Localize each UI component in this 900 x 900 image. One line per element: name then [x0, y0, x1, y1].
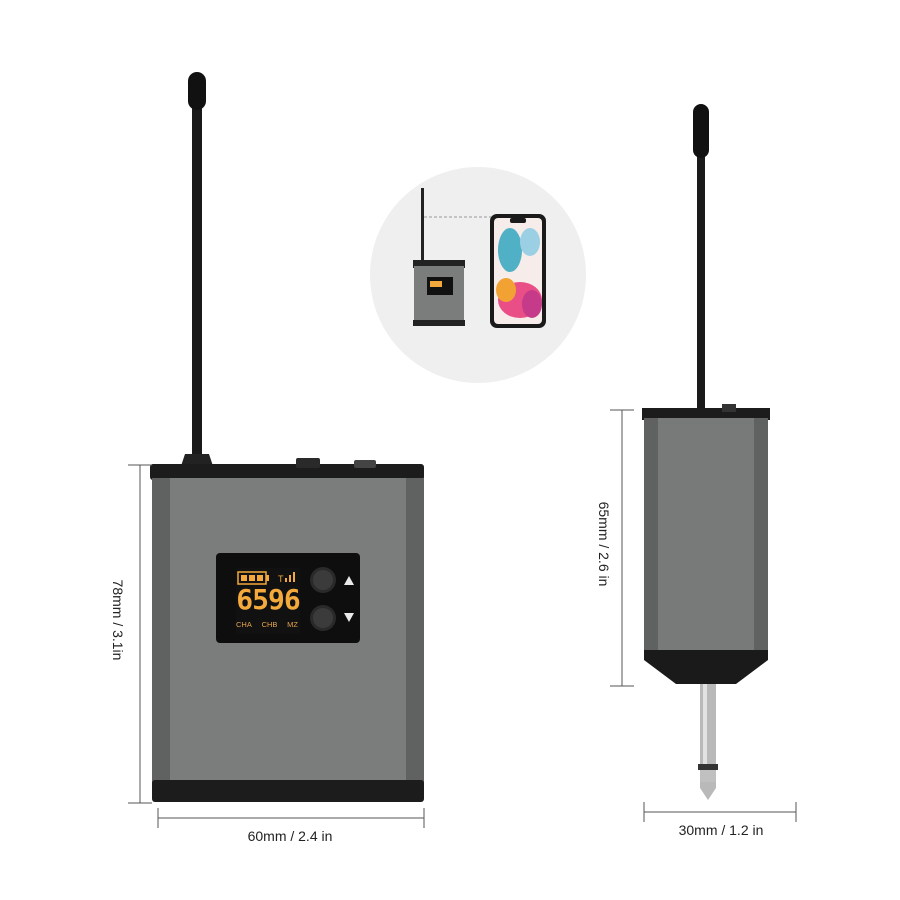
transmitter-antenna	[181, 72, 213, 466]
channel-label-mz: MZ	[287, 620, 298, 629]
receiver-width-label: 30mm / 1.2 in	[678, 822, 764, 838]
phone-icon	[490, 214, 546, 328]
battery-icon	[237, 571, 269, 585]
transmitter-height-label: 78mm / 3.1in	[110, 579, 126, 661]
down-button[interactable]	[310, 605, 336, 631]
receiver-height-label: 65mm / 2.6 in	[596, 501, 612, 587]
display-digits: 6596	[236, 583, 300, 616]
transmitter-width-label: 60mm / 2.4 in	[247, 828, 333, 844]
receiver-width-dimension	[643, 802, 797, 822]
channel-label-b: CHB	[261, 620, 278, 629]
up-button[interactable]	[310, 567, 336, 593]
usage-inset	[370, 167, 586, 383]
transmitter-height-dimension	[128, 464, 152, 804]
receiver-body	[642, 404, 770, 684]
svg-text:T: T	[278, 574, 284, 584]
transmitter-width-dimension	[157, 808, 425, 828]
signal-icon: T	[278, 572, 295, 584]
receiver-antenna	[693, 104, 709, 412]
up-arrow-icon	[344, 576, 354, 585]
channel-labels: CHA CHB MZ	[236, 620, 298, 629]
receiver-height-dimension	[610, 409, 634, 687]
channel-label-a: CHA	[236, 620, 252, 629]
jack-plug-icon	[698, 684, 718, 800]
down-arrow-icon	[344, 613, 354, 622]
